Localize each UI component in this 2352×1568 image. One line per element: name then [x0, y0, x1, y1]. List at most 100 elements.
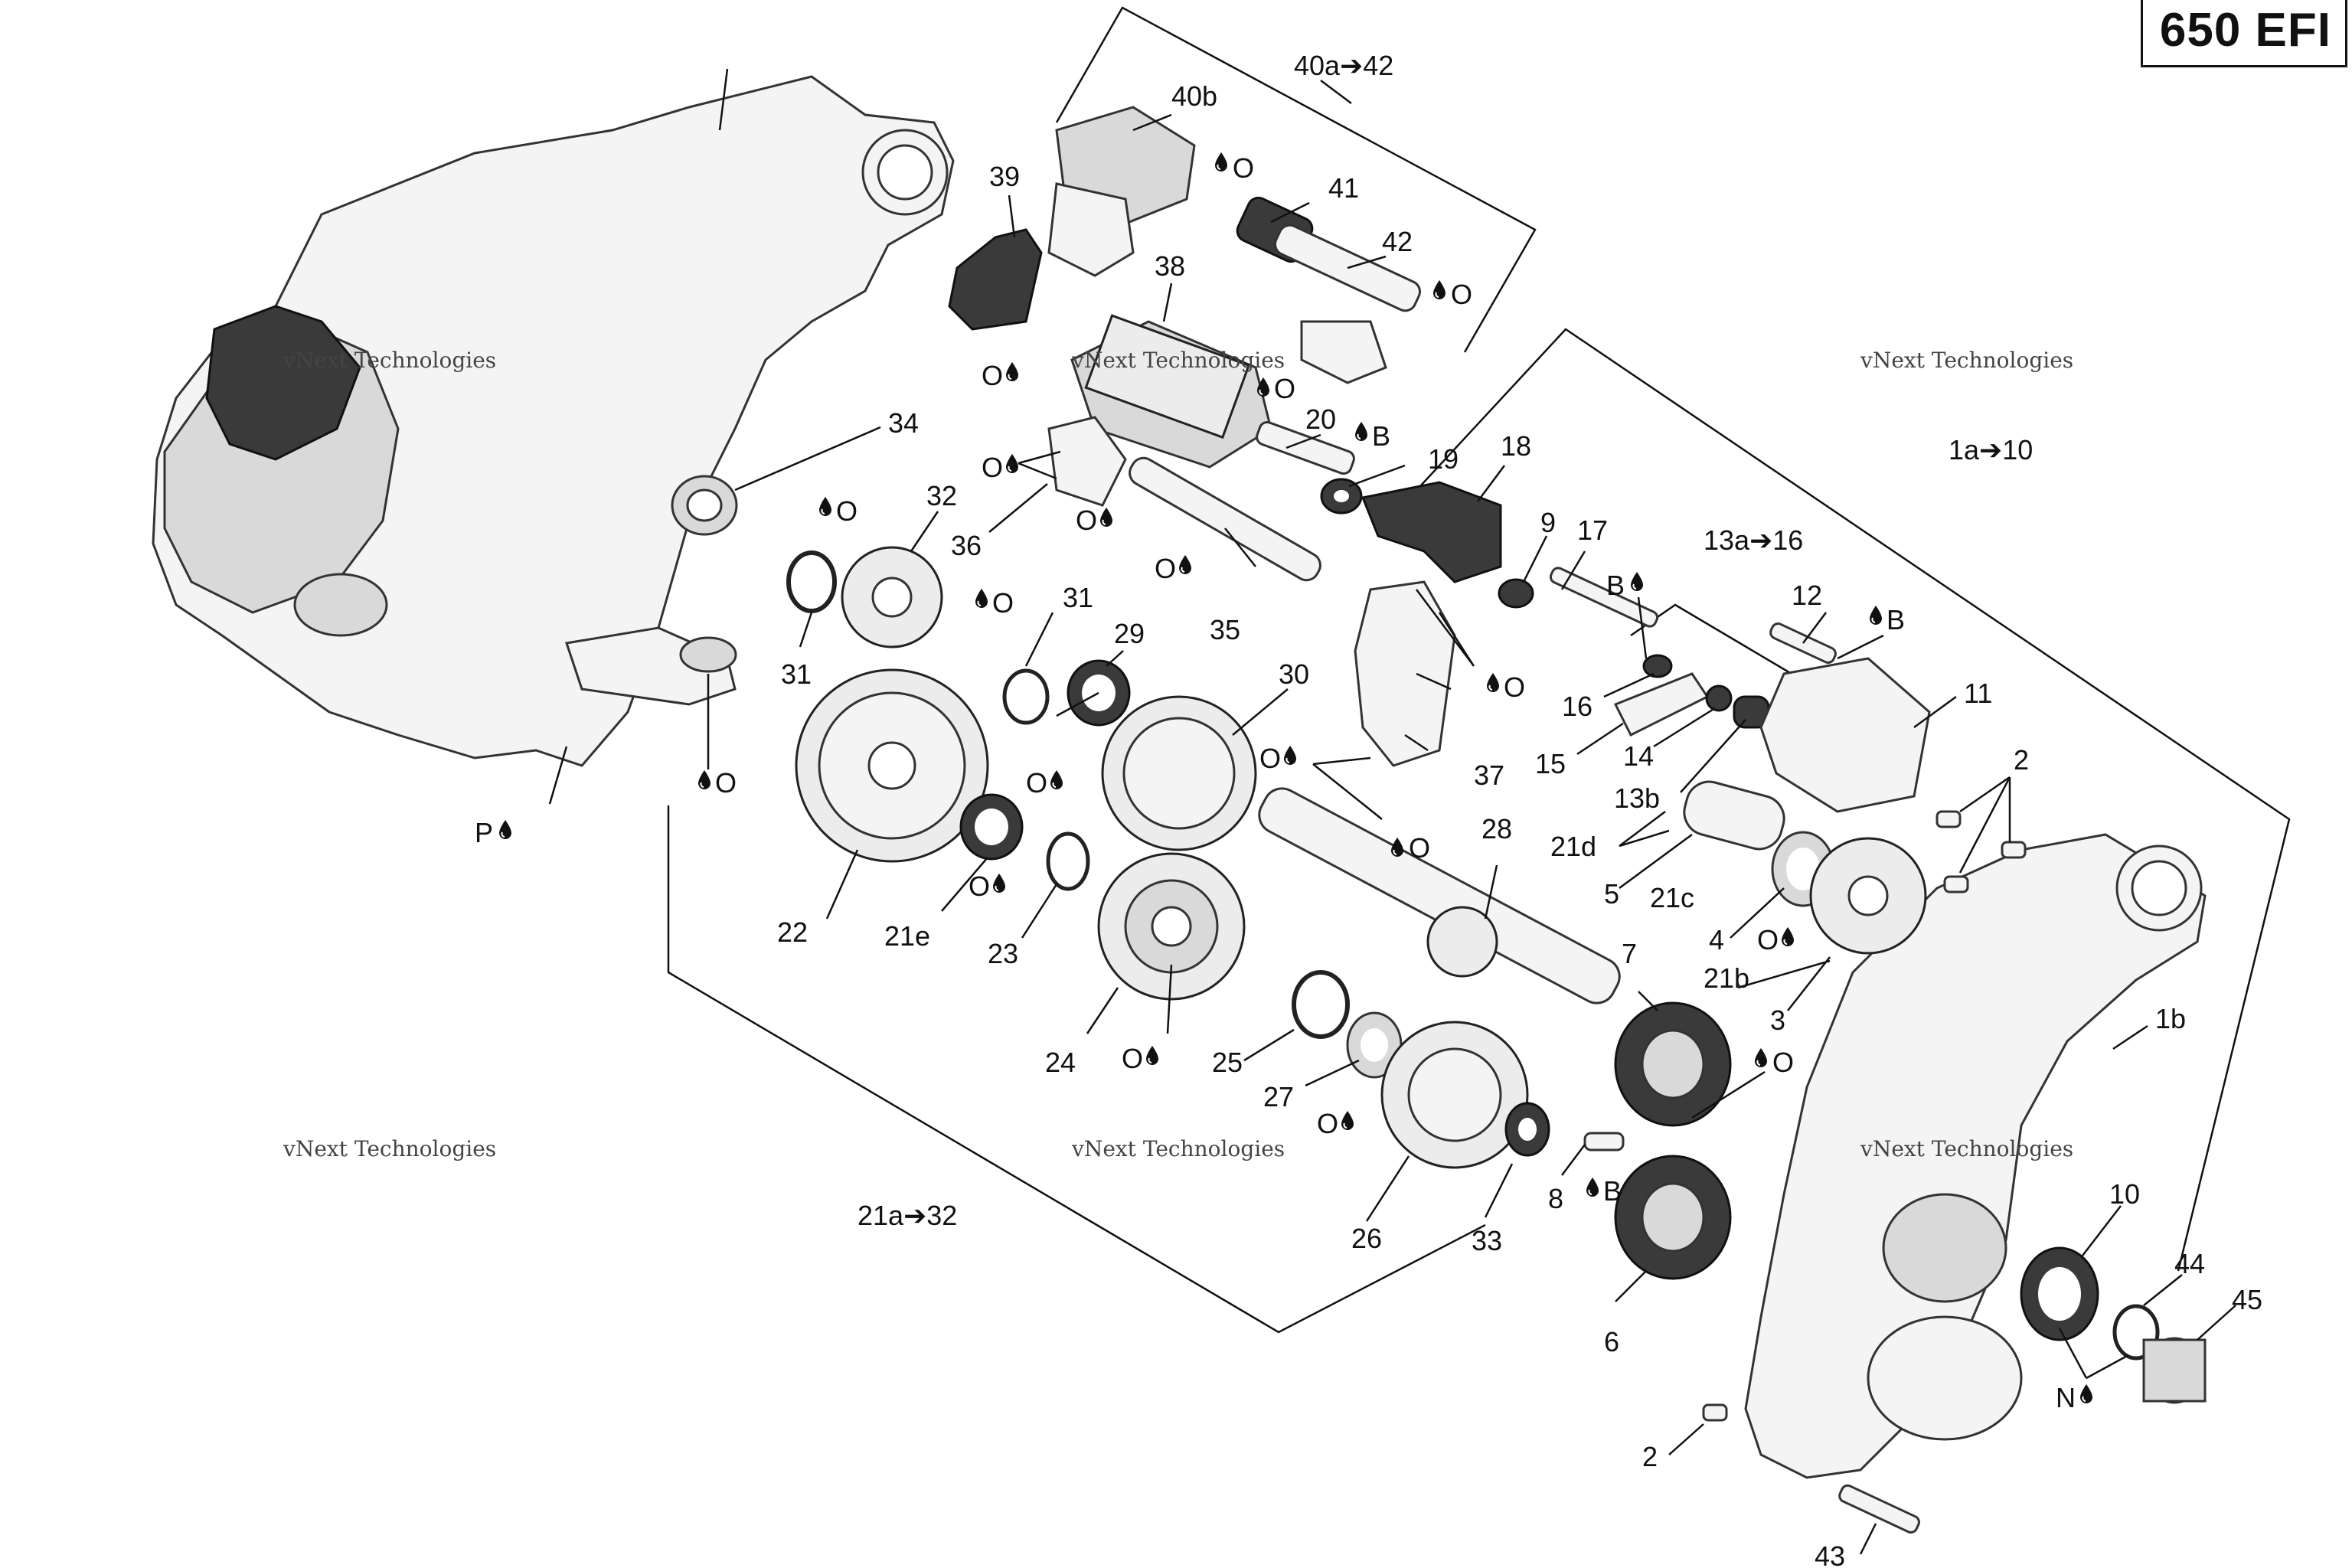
callout-10: 10 — [2109, 1178, 2140, 1210]
callout-o-38b: O — [1274, 373, 1295, 404]
callout-17: 17 — [1577, 514, 1608, 546]
drop-icon — [992, 873, 1006, 893]
callout-31a: 31 — [781, 658, 812, 690]
sleeve-5 — [1683, 780, 1785, 851]
callout-21b: 21b — [1704, 962, 1749, 994]
shaft-35 — [1129, 456, 1321, 582]
bushing-27 — [1346, 1011, 1403, 1079]
callout-o-37: O — [1504, 671, 1525, 703]
right-cover-housing — [1744, 833, 2207, 1479]
callout-24: 24 — [1045, 1047, 1076, 1078]
callout-45: 45 — [2232, 1284, 2262, 1315]
drop-icon — [1586, 1177, 1599, 1197]
callout-6: 6 — [1604, 1326, 1619, 1357]
bolt-43 — [1838, 1484, 1920, 1534]
drop-icon — [1283, 745, 1297, 766]
callout-4: 4 — [1709, 924, 1724, 956]
drop-icon — [1099, 507, 1113, 528]
callout-22: 22 — [777, 916, 808, 948]
model-badge-text: 650 EFI — [2159, 4, 2331, 57]
callout-o-4: O — [1757, 924, 1779, 956]
callout-40a-42: 40a➔42 — [1294, 50, 1393, 81]
callout-o-38a: O — [982, 360, 1003, 391]
shift-shaft-40b — [1047, 106, 1196, 277]
drop-icon — [1781, 926, 1795, 947]
callout-o-37c: O — [1409, 832, 1430, 864]
gear-30 — [1101, 695, 1257, 851]
shift-fork-18 — [1361, 481, 1502, 583]
drop-icon — [1486, 672, 1500, 693]
callout-3: 3 — [1770, 1004, 1785, 1036]
drop-icon — [2079, 1383, 2093, 1404]
callout-o-21e: O — [969, 871, 990, 902]
callout-36: 36 — [951, 530, 982, 561]
callout-o-36b: O — [1076, 505, 1097, 536]
bushing-34 — [671, 475, 738, 536]
callout-9: 9 — [1540, 507, 1556, 538]
callout-15: 15 — [1535, 748, 1566, 779]
callout-o-37b: O — [1259, 743, 1281, 774]
watermark-5: vNext Technologies — [1071, 1136, 1285, 1161]
callout-41: 41 — [1328, 172, 1359, 204]
leader-lines — [548, 80, 2236, 1555]
callout-p: P — [475, 817, 493, 848]
callout-26: 26 — [1351, 1223, 1382, 1254]
gear-22 — [795, 668, 989, 863]
callout-o-42: O — [1451, 279, 1472, 310]
callout-30: 30 — [1279, 658, 1309, 690]
drop-icon — [1050, 769, 1063, 790]
drop-icon — [498, 819, 512, 840]
watermark-group: vNext Technologies vNext Technologies vN… — [283, 348, 2073, 1161]
o-ring-44 — [2112, 1304, 2160, 1361]
callout-21d: 21d — [1550, 831, 1596, 862]
lever-16 — [1642, 654, 1673, 678]
callout-13a-16: 13a➔16 — [1704, 524, 1803, 556]
bearing-21e — [959, 793, 1024, 861]
drop-icon — [975, 588, 988, 609]
model-badge: 650 EFI — [2140, 0, 2347, 67]
callout-labels: 40a➔42 40b 39 41 38 42 O O O O 20 B 19 1… — [475, 50, 2262, 1568]
gear-32 — [841, 546, 943, 648]
drop-icon — [1432, 279, 1446, 300]
watermark-6: vNext Technologies — [1860, 1136, 2073, 1161]
drop-icon — [1869, 605, 1883, 626]
callout-1b: 1b — [2155, 1003, 2186, 1034]
callout-o-40b: O — [1233, 152, 1254, 184]
callout-7: 7 — [1622, 938, 1637, 969]
callout-29: 29 — [1114, 618, 1145, 649]
drop-icon — [1214, 152, 1228, 172]
fork-36 — [1047, 416, 1127, 507]
callout-o-34: O — [836, 495, 858, 527]
kit-bracket-40a-42 — [1055, 6, 1537, 353]
callout-44: 44 — [2174, 1248, 2205, 1279]
callout-37: 37 — [1474, 760, 1504, 791]
callout-11: 11 — [1964, 678, 1992, 709]
bolt-17 — [1549, 567, 1659, 628]
gear-3 — [1809, 837, 1927, 955]
dowel-pins-2 — [1702, 810, 2027, 1422]
shaft-28 — [1258, 787, 1621, 1004]
callout-o-29: O — [1026, 767, 1047, 799]
callout-o-7: O — [1772, 1047, 1794, 1078]
drop-icon — [1005, 453, 1019, 474]
callout-b-20: B — [1372, 420, 1390, 452]
arm-15 — [1613, 672, 1710, 737]
circlip-31a — [786, 550, 837, 613]
seal-10 — [2020, 1246, 2099, 1341]
callout-35: 35 — [1210, 614, 1240, 645]
drop-icon — [1630, 571, 1644, 592]
circlip-31b — [1002, 668, 1050, 725]
callout-14: 14 — [1623, 740, 1654, 772]
circlip-23 — [1046, 831, 1090, 891]
callout-21a-32: 21a➔32 — [858, 1200, 957, 1231]
bracket-11 — [1759, 657, 1931, 813]
callout-27: 27 — [1263, 1081, 1294, 1112]
callout-b-8: B — [1603, 1175, 1622, 1207]
callout-o-32: O — [992, 587, 1014, 619]
callout-43: 43 — [1815, 1540, 1845, 1568]
callout-20: 20 — [1305, 403, 1336, 435]
watermark-3: vNext Technologies — [1860, 348, 2073, 373]
bearing-7 — [1614, 1001, 1732, 1127]
drop-icon — [697, 769, 711, 790]
